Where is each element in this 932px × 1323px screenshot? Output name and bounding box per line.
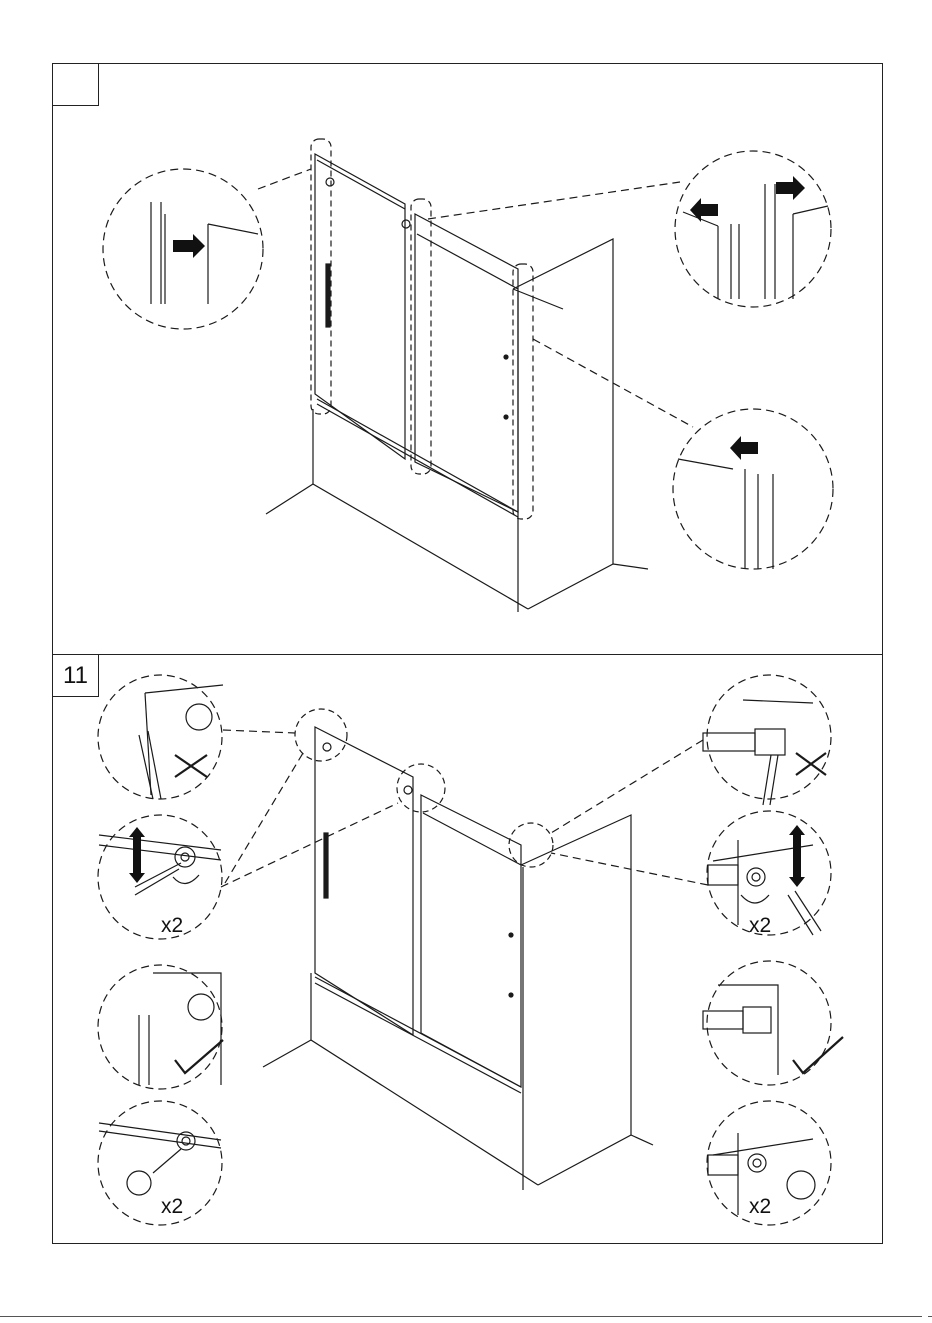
arrow-right-icon: [776, 176, 805, 200]
quantity-label: x2: [749, 1195, 771, 1218]
detail-circle-wrong-left: [98, 675, 222, 799]
detail-circle-wrong-right: [707, 675, 831, 799]
quantity-label: x2: [161, 1195, 183, 1218]
detail-circle-right-seal: [673, 409, 833, 569]
detail-circle-top-right-seals: [675, 151, 831, 307]
detail-circle-correct-right: [707, 961, 831, 1085]
arrow-right-icon: [173, 234, 205, 258]
step-11-illustration: x2 x2 x2 x2: [53, 655, 884, 1245]
step-panel-top: [52, 63, 883, 655]
step-panel-bottom: 11: [52, 654, 883, 1244]
detail-leader-lines: [221, 730, 708, 887]
step-10-illustration: [53, 64, 884, 656]
double-arrow-vertical-icon: [789, 825, 805, 887]
detail-circle-adjust-left: [98, 815, 222, 939]
glass-doors-drawing: [311, 139, 533, 519]
footer-rule: [0, 1316, 932, 1317]
check-mark-icon: [175, 1040, 223, 1073]
footer-text: [922, 1314, 928, 1322]
arrow-left-icon: [730, 436, 758, 460]
double-arrow-vertical-icon: [129, 827, 145, 883]
check-mark-icon: [793, 1037, 843, 1073]
detail-circle-correct-left: [98, 965, 222, 1089]
bathtub-wall-drawing: [263, 815, 653, 1190]
quantity-label: x2: [749, 914, 771, 937]
detail-circle-lock-left: [98, 1101, 222, 1225]
arrow-left-icon: [690, 198, 718, 222]
bathtub-wall-drawing: [266, 239, 648, 612]
glass-doors-drawing: [315, 727, 521, 1093]
detail-leader-lines: [258, 169, 693, 427]
quantity-label: x2: [161, 914, 183, 937]
